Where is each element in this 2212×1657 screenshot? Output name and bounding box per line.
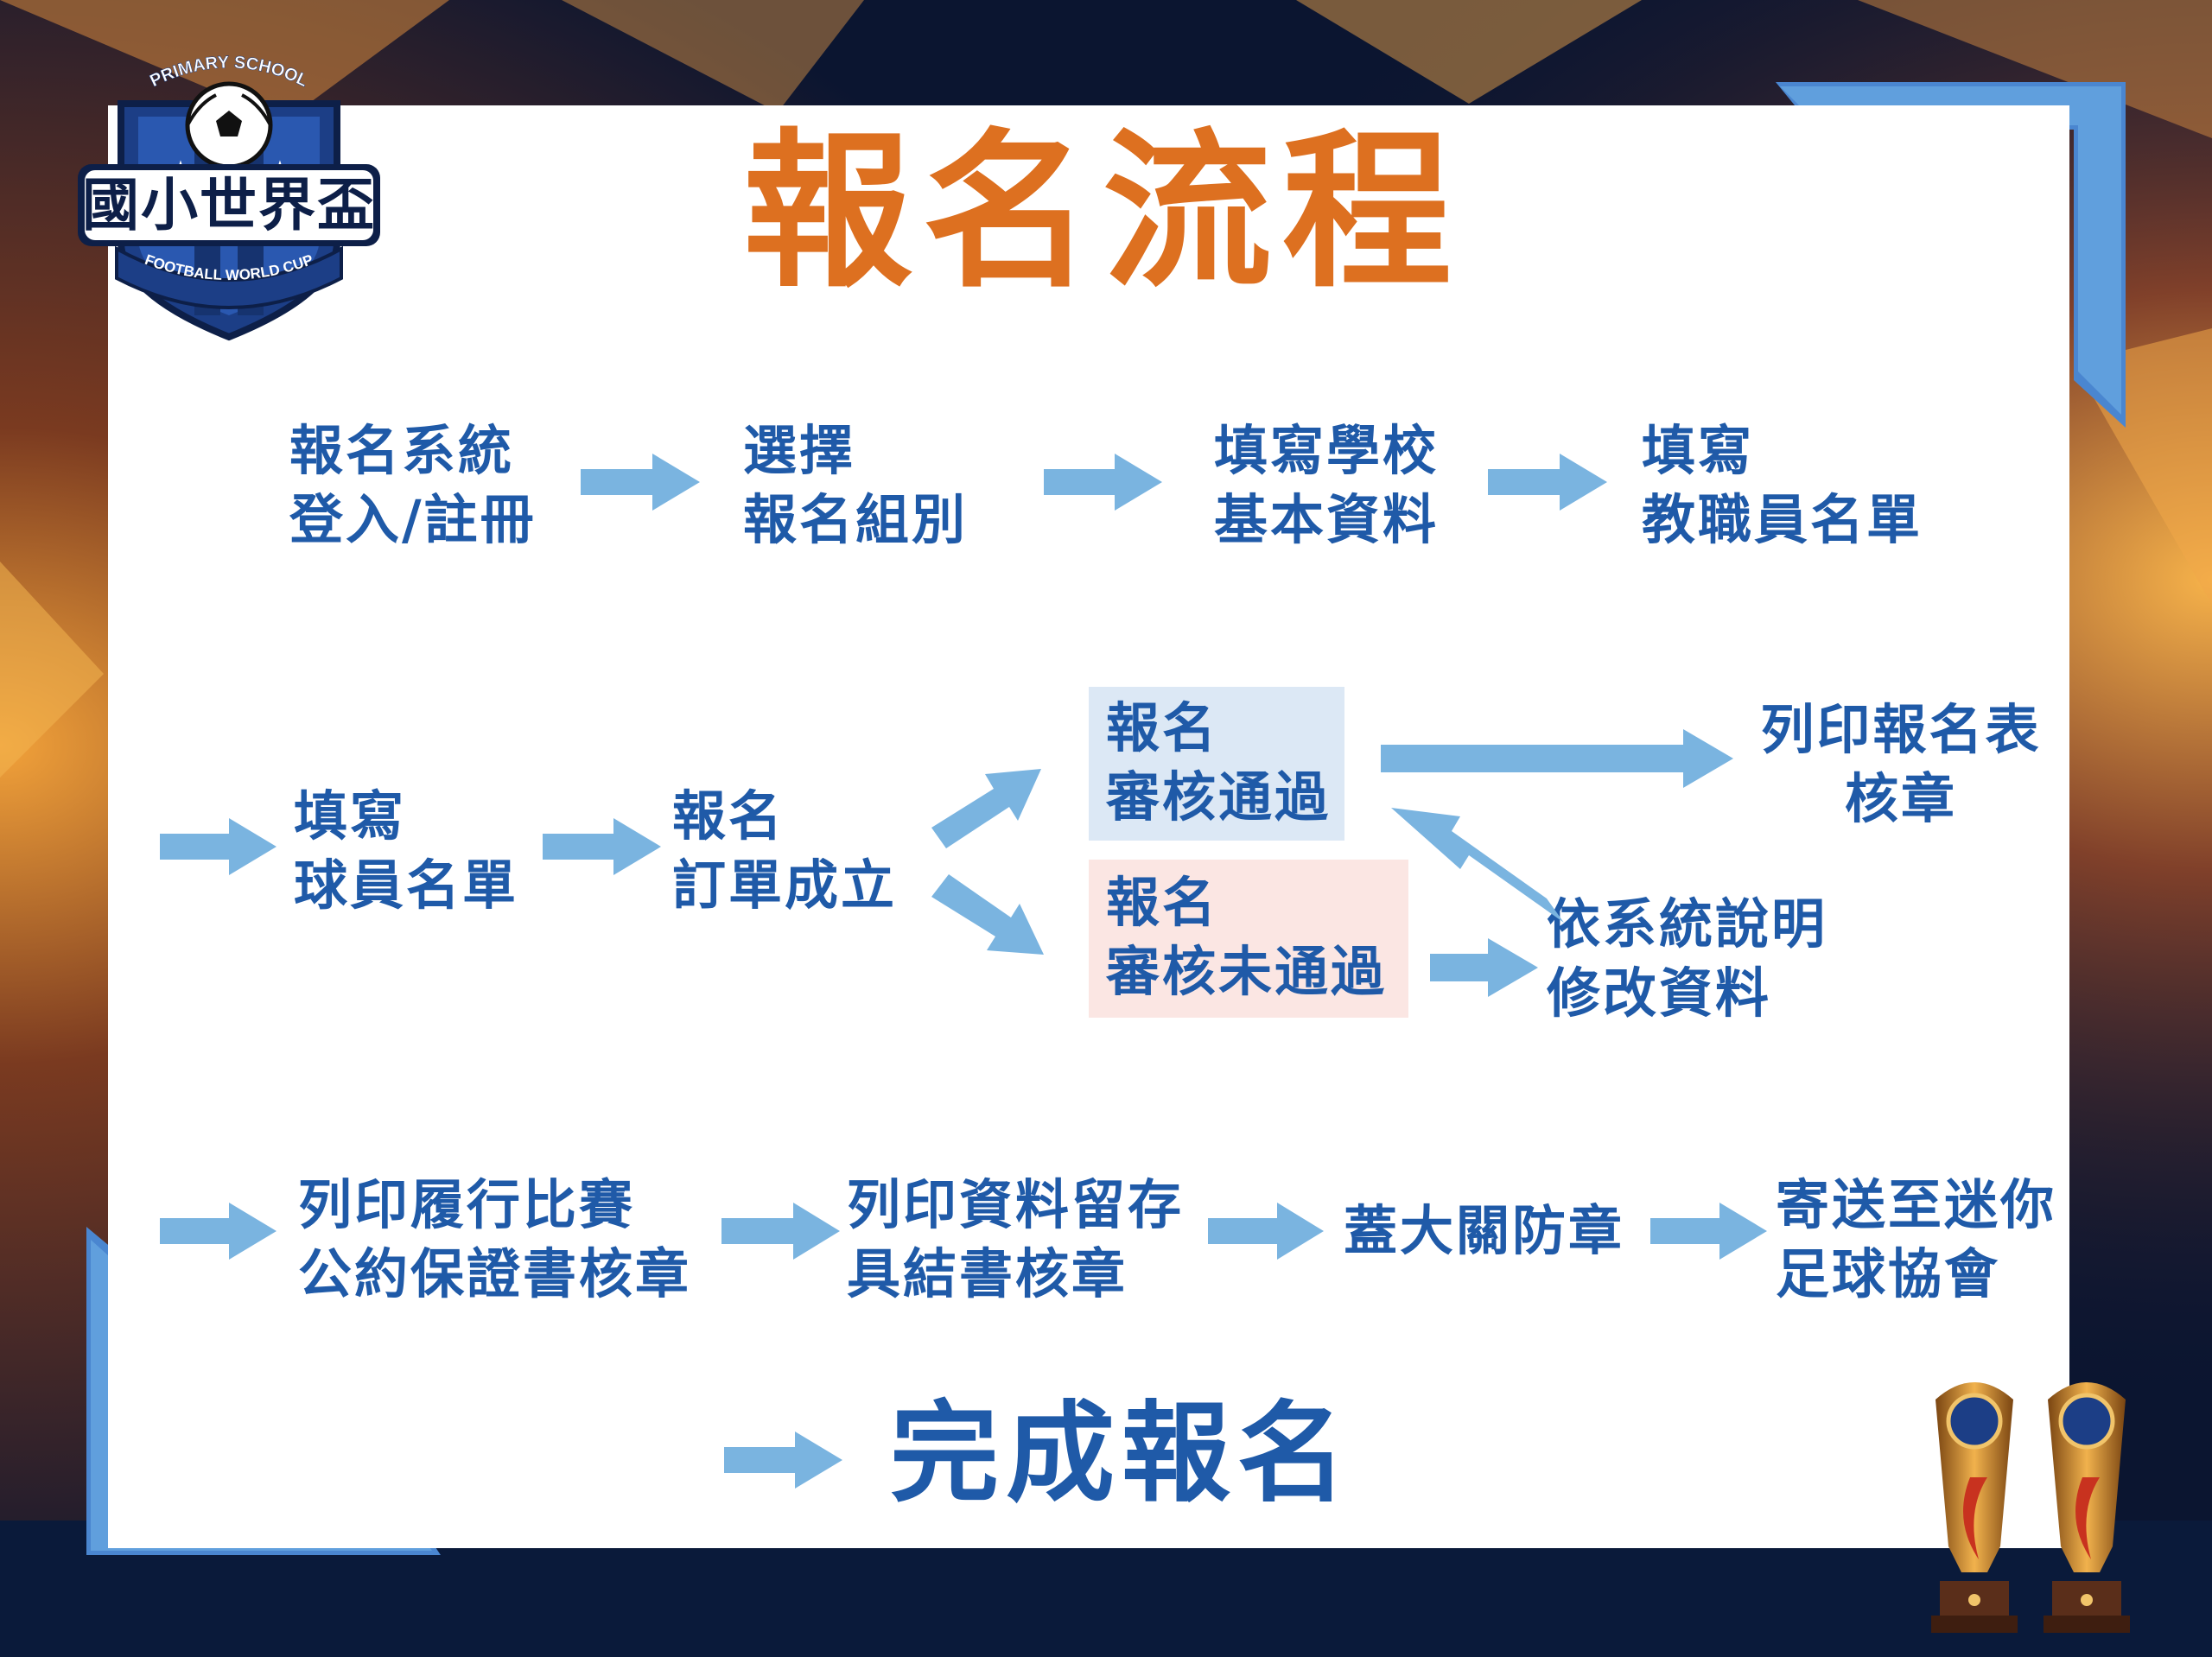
step-login-register: 報名系統 登入/註冊	[289, 416, 537, 555]
step-staff-list: 填寫 教職員名單	[1642, 416, 1923, 555]
final-step: 完成報名	[890, 1390, 1353, 1517]
step-line1: 依系統說明	[1547, 892, 1828, 955]
step-line1: 填寫	[294, 784, 407, 848]
step-line1: 列印履行比賽	[298, 1173, 636, 1236]
step-line2: 基本資料	[1214, 488, 1440, 551]
primary-school-football-logo: ★ ★ PRIMARY SCHOOL 國小世界盃 FOOTBALL WORLD …	[78, 53, 380, 341]
step-line2: 審核未通過	[1106, 940, 1388, 1003]
step-school-info: 填寫學校 基本資料	[1214, 416, 1439, 555]
step-line2: 登入/註冊	[289, 488, 537, 551]
step-order-created: 報名 訂單成立	[672, 782, 897, 920]
step-line2: 核章	[1844, 767, 1957, 830]
step-print-pledge: 列印履行比賽 公約保證書核章	[298, 1171, 691, 1309]
step-line1: 列印報名表	[1760, 698, 2042, 761]
step-line1: 填寫學校	[1214, 419, 1440, 482]
arrow-right-1	[581, 454, 700, 511]
step-line2: 報名組別	[743, 488, 969, 551]
arrow-right-6	[160, 1203, 276, 1260]
step-line1: 寄送至迷你	[1776, 1173, 2057, 1236]
step-line2: 球員名單	[294, 854, 519, 917]
step-player-list: 填寫 球員名單	[294, 782, 518, 920]
trophy-icons	[1931, 1382, 2130, 1633]
rejected-box	[1089, 860, 1408, 1018]
arrow-right-4	[160, 818, 276, 875]
page-title: 報名流程	[743, 114, 1463, 311]
arrow-down-right	[931, 874, 1044, 955]
arrow-to-print	[1381, 729, 1733, 788]
step-revise-data: 依系統說明 修改資料	[1547, 890, 1827, 1028]
step-official-seal: 蓋大關防章	[1344, 1197, 1624, 1266]
trophy-right-icon	[2044, 1382, 2130, 1633]
step-review-approved: 報名 審核通過	[1106, 694, 1331, 832]
step-review-rejected: 報名 審核未通過	[1106, 868, 1387, 1006]
step-line1: 選擇	[743, 419, 856, 482]
step-print-affidavit: 列印資料留存 具結書核章	[847, 1171, 1184, 1309]
trophy-left-icon	[1931, 1382, 2018, 1633]
arrow-right-3	[1488, 454, 1607, 511]
step-line1: 蓋大關防章	[1344, 1199, 1625, 1262]
step-line1: 報名	[1106, 871, 1219, 934]
step-line1: 列印資料留存	[847, 1173, 1185, 1236]
step-line2: 訂單成立	[672, 854, 898, 917]
step-line1: 報名	[1106, 696, 1219, 759]
step-line2: 教職員名單	[1642, 488, 1923, 551]
step-select-group: 選擇 報名組別	[743, 416, 968, 555]
logo-main-text: 國小世界盃	[82, 172, 376, 238]
arrow-up-right	[931, 769, 1041, 848]
arrow-to-revise	[1430, 938, 1538, 997]
approved-box	[1089, 687, 1344, 841]
arrow-right-9	[1650, 1203, 1767, 1260]
step-line1: 報名系統	[289, 419, 515, 482]
arrow-right-7	[721, 1203, 840, 1260]
arrow-back-to-approved	[1391, 808, 1564, 923]
step-line2: 審核通過	[1106, 765, 1332, 828]
step-mail-association: 寄送至迷你 足球協會	[1776, 1171, 2056, 1309]
step-line2: 修改資料	[1547, 962, 1772, 1025]
step-line1: 填寫	[1642, 419, 1755, 482]
arrow-to-final	[724, 1432, 842, 1489]
step-line2: 具結書核章	[847, 1242, 1128, 1305]
step-line2: 公約保證書核章	[298, 1242, 692, 1305]
step-line1: 報名	[672, 784, 785, 848]
arrow-right-2	[1044, 454, 1162, 511]
step-print-form: 列印報名表 核章	[1745, 695, 2056, 834]
arrow-right-5	[543, 818, 661, 875]
step-line2: 足球協會	[1776, 1242, 2001, 1305]
arrow-right-8	[1208, 1203, 1324, 1260]
